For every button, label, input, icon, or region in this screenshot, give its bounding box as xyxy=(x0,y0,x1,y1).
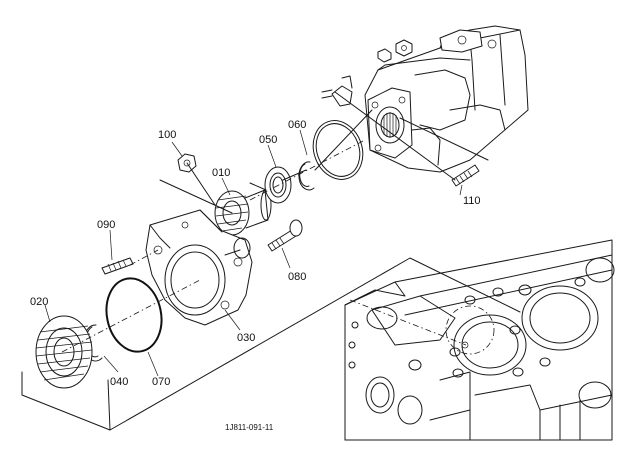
label-100: 100 xyxy=(158,129,176,141)
gear-case-030 xyxy=(145,209,253,326)
label-050: 050 xyxy=(259,134,277,146)
o-ring-070 xyxy=(105,277,163,353)
stud-090 xyxy=(101,257,134,275)
label-090: 090 xyxy=(97,219,115,231)
bolt-080 xyxy=(267,219,303,252)
label-110: 110 xyxy=(463,195,481,207)
engine-block xyxy=(344,239,615,441)
leader-lines xyxy=(44,129,463,377)
label-060: 060 xyxy=(288,119,306,131)
gear-010 xyxy=(214,189,272,236)
pump-o-ring xyxy=(312,120,364,180)
hydraulic-pump xyxy=(321,25,529,173)
drawing-code: 1J811-091-11 xyxy=(225,423,274,432)
label-040: 040 xyxy=(110,376,128,388)
label-030: 030 xyxy=(237,332,255,344)
gear-020 xyxy=(35,315,93,389)
assembly-lines xyxy=(21,91,521,431)
label-010: 010 xyxy=(212,167,230,179)
stud-110 xyxy=(451,164,480,187)
label-080: 080 xyxy=(288,271,306,283)
label-020: 020 xyxy=(30,296,48,308)
circlip-060 xyxy=(298,161,315,191)
part-labels: 100 010 050 060 110 090 080 030 020 040 … xyxy=(30,119,481,432)
label-070: 070 xyxy=(152,376,170,388)
